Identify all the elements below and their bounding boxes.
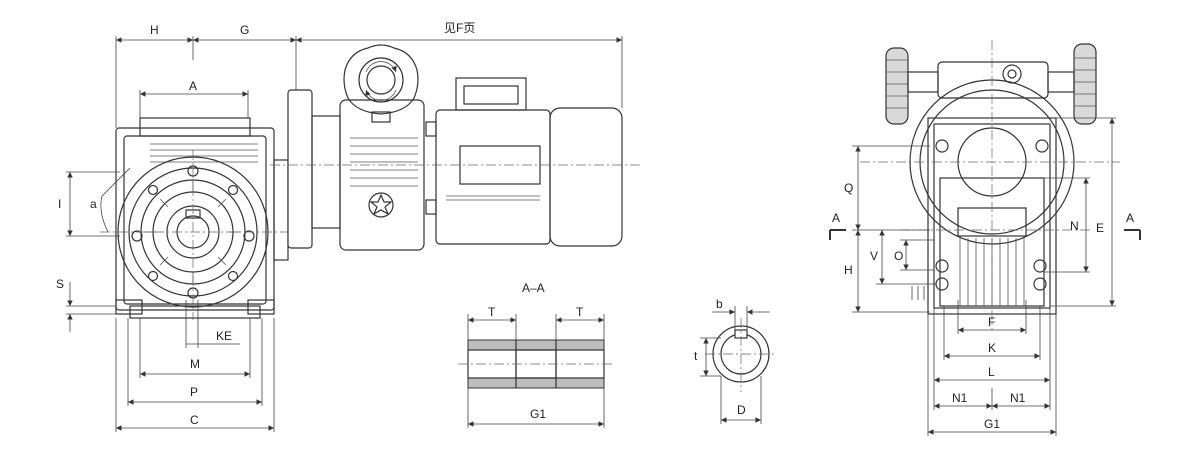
label-I: I	[58, 197, 61, 211]
label-H-top: H	[150, 23, 159, 37]
label-N1-right: N1	[1010, 391, 1026, 405]
label-G: G	[240, 23, 249, 37]
label-H-side: H	[844, 263, 853, 277]
label-S: S	[56, 277, 64, 291]
label-P: P	[190, 385, 198, 399]
label-F: F	[988, 315, 995, 329]
label-O: O	[894, 249, 903, 263]
label-V: V	[870, 249, 878, 263]
label-K: K	[988, 341, 996, 355]
label-N1-left: N1	[952, 391, 968, 405]
label-a: a	[90, 197, 97, 211]
label-L: L	[988, 365, 995, 379]
label-C: C	[190, 413, 199, 427]
label-see-page: 见F页	[444, 21, 475, 35]
label-A-top: A	[189, 79, 197, 93]
section-mark-right: A	[1126, 211, 1134, 225]
motor	[270, 77, 640, 247]
side-dimensions	[829, 117, 1141, 436]
section-mark-left: A	[832, 211, 840, 225]
label-b: b	[716, 297, 723, 311]
label-Q: Q	[844, 181, 853, 195]
label-G1-side: G1	[984, 417, 1000, 431]
label-G1-section: G1	[530, 407, 546, 421]
label-KE: KE	[216, 329, 232, 343]
gearbox-housing	[100, 117, 290, 320]
section-a-a: A–A T T G1	[458, 281, 614, 428]
front-view: H G 见F页 A I a S KE M P C	[56, 21, 640, 432]
label-T-right: T	[576, 305, 584, 319]
variator	[273, 44, 437, 261]
label-M: M	[190, 357, 200, 371]
side-view: Q H V O N E F K L N1 N1 G1 A A	[829, 40, 1141, 436]
label-E: E	[1096, 221, 1104, 235]
shaft-detail: b t D	[694, 297, 777, 424]
front-dimensions	[66, 36, 623, 432]
label-N: N	[1070, 219, 1079, 233]
label-t: t	[694, 349, 698, 363]
label-T-left: T	[488, 305, 496, 319]
label-D: D	[737, 403, 746, 417]
section-title: A–A	[522, 281, 545, 295]
side-handwheels	[885, 43, 1097, 125]
